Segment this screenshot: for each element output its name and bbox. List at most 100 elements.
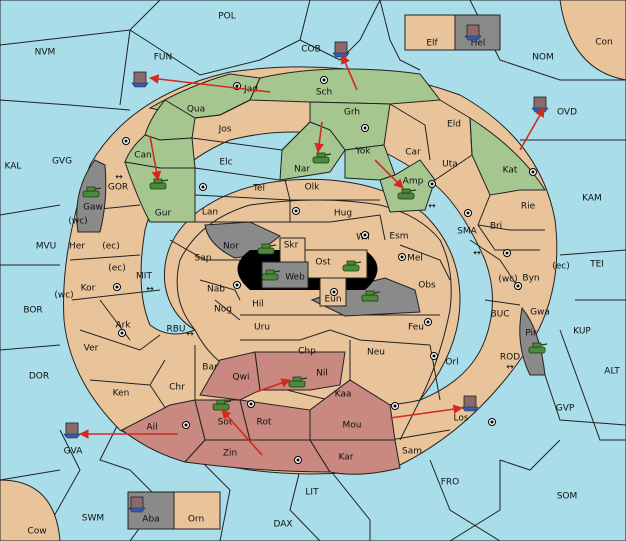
order-arrow — [389, 404, 463, 419]
fleet-unit-icon[interactable] — [63, 422, 81, 439]
province-qwi[interactable] — [199, 351, 261, 401]
fleet-unit-icon[interactable] — [464, 24, 482, 41]
supply-center-dot — [430, 182, 434, 186]
label-lit: LIT — [305, 488, 319, 498]
order-arrow — [340, 54, 358, 91]
army-unit-icon[interactable] — [82, 186, 102, 198]
label-hug: Hug — [334, 209, 352, 219]
label-gur: Gur — [155, 209, 172, 219]
supply-center-dot — [201, 185, 205, 189]
label-ost: Ost — [315, 258, 331, 268]
supply-center-dot — [400, 255, 404, 259]
order-arrows — [79, 54, 545, 456]
label-gwa: Gwa — [530, 308, 550, 318]
order-arrow — [314, 121, 324, 153]
label-uta: Uta — [442, 160, 458, 170]
label-gvp: GVP — [556, 404, 575, 414]
label-amp: Amp — [403, 177, 424, 187]
label-nil: Nil — [316, 369, 328, 379]
army-unit-icon[interactable] — [312, 152, 332, 164]
label-buc: BUC — [490, 310, 509, 320]
province-ost[interactable] — [304, 249, 368, 279]
label-car: Car — [405, 148, 421, 158]
supply-center-dot — [249, 402, 253, 406]
supply-center-dot — [124, 139, 128, 143]
fleet-unit-icon[interactable] — [332, 41, 350, 58]
army-unit-icon[interactable] — [212, 399, 232, 411]
supply-center-dot — [184, 423, 188, 427]
label-tel: Tel — [252, 184, 265, 194]
label-kar: Kar — [339, 453, 354, 463]
order-arrow — [374, 159, 404, 189]
label-eun: Eun — [324, 295, 341, 305]
label-byn: Byn — [522, 274, 539, 284]
supply-center-dot — [363, 126, 367, 130]
label-hil: Hil — [252, 300, 264, 310]
label-cow: Cow — [27, 527, 46, 537]
label-ken: Ken — [113, 389, 130, 399]
province-skr[interactable] — [279, 237, 306, 265]
coast-tag: (ec) — [552, 262, 570, 272]
supply-center-dot — [466, 211, 470, 215]
label-her: Her — [69, 242, 85, 252]
label-los: Los — [453, 414, 468, 424]
supply-center-dot — [531, 170, 535, 174]
label-ver: Ver — [84, 344, 99, 354]
label-bri: Bri — [490, 222, 502, 232]
label-ark: Ark — [115, 321, 131, 331]
label-con: Con — [595, 38, 613, 48]
province-kat[interactable] — [469, 117, 546, 196]
label-gva: GVA — [64, 447, 84, 457]
label-gvg: GVG — [52, 157, 72, 167]
label-ovd: OVD — [557, 108, 577, 118]
army-unit-icon[interactable] — [257, 243, 277, 255]
coast-tag: (ec) — [108, 264, 126, 274]
label-bar: Bar — [202, 363, 218, 373]
supply-center-dot — [426, 320, 430, 324]
supply-center-dot — [296, 458, 300, 462]
label-nor: Nor — [223, 242, 239, 252]
label-tei: TEI — [589, 260, 604, 270]
province-sch[interactable] — [249, 68, 441, 105]
units — [63, 24, 549, 513]
label-chr: Chr — [169, 383, 185, 393]
label-hel: Hel — [471, 39, 486, 49]
province-orn[interactable] — [173, 491, 221, 530]
army-unit-icon[interactable] — [397, 188, 417, 200]
label-jos: Jos — [218, 125, 232, 135]
army-unit-icon[interactable] — [342, 260, 362, 272]
label-kup: KUP — [573, 327, 591, 337]
label-bor: BOR — [23, 306, 42, 316]
fleet-unit-icon[interactable] — [461, 395, 479, 412]
army-unit-icon[interactable] — [261, 269, 281, 281]
order-arrow — [221, 409, 263, 456]
label-olk: Olk — [305, 183, 321, 193]
label-pir: Pir — [525, 329, 537, 339]
army-unit-icon[interactable] — [528, 342, 548, 354]
coast-tag: (ec) — [102, 242, 120, 252]
label-sma: SMA — [457, 227, 477, 237]
label-kal: KAL — [5, 162, 22, 172]
label-zin: Zin — [223, 449, 237, 459]
army-unit-icon[interactable] — [361, 290, 381, 302]
label-aba: Aba — [142, 515, 159, 525]
fleet-unit-icon[interactable] — [131, 71, 149, 88]
label-kor: Kor — [81, 284, 96, 294]
label-sot: Sot — [218, 418, 233, 428]
province-nil[interactable] — [254, 351, 346, 391]
label-mel: Mel — [407, 254, 423, 264]
label-uru: Uru — [254, 323, 270, 333]
label-rie: Rie — [521, 202, 536, 212]
province-can[interactable] — [124, 134, 196, 169]
province-kar[interactable] — [309, 439, 401, 475]
label-yok: Yok — [354, 147, 371, 157]
fleet-unit-icon[interactable] — [531, 96, 549, 113]
fleet-unit-icon[interactable] — [128, 496, 146, 513]
supply-center-dot — [235, 84, 239, 88]
strait-arrow-icon: ↔ — [428, 202, 436, 212]
label-pol: POL — [218, 12, 236, 22]
supply-center-dot — [332, 290, 336, 294]
strait-arrow-icon: ↔ — [186, 330, 194, 340]
